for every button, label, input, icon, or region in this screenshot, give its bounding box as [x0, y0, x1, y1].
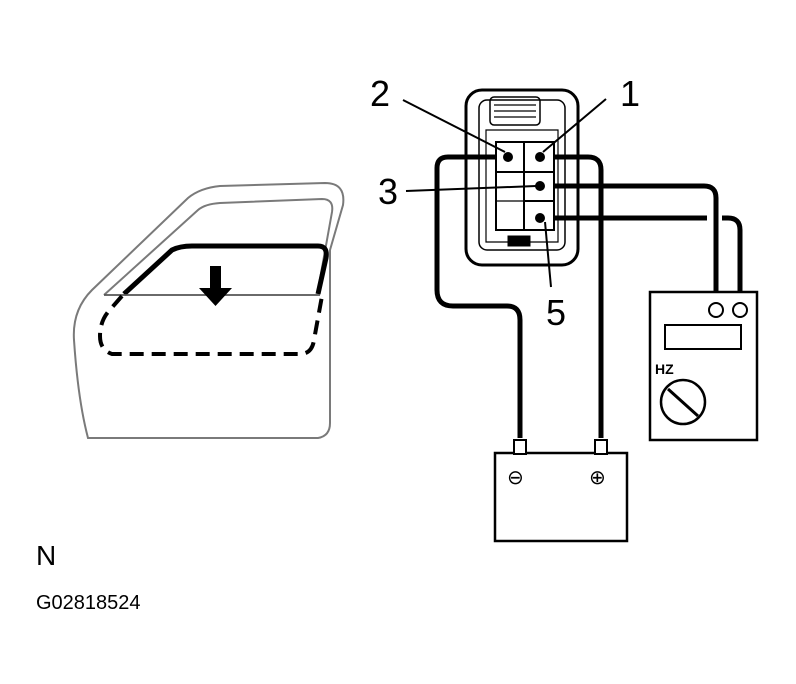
switch-latch: [489, 96, 541, 126]
leaders: [402, 98, 607, 288]
pin-2-label: 2: [370, 73, 390, 114]
switch-housing-outer: [464, 88, 580, 267]
battery-body: [493, 451, 629, 543]
wires: [434, 154, 743, 438]
wire-meter-b-tail: [722, 215, 743, 300]
battery-positive-symbol: ⊕: [589, 467, 606, 489]
battery-negative-post: [513, 439, 527, 455]
rotary-knob-icon: [659, 378, 707, 426]
power-window-switch: [464, 88, 580, 267]
wire-negative: [434, 154, 523, 438]
battery-negative-symbol: ⊖: [507, 467, 524, 489]
wire-meter-a: [542, 183, 719, 300]
terminal-3: [535, 181, 545, 191]
meter-display: [664, 324, 742, 350]
pin-3-label: 3: [378, 171, 398, 212]
terminal-5: [535, 213, 545, 223]
arrow-down-icon: [199, 266, 232, 306]
view-letter: N: [36, 540, 56, 571]
figure-code: G02818524: [36, 592, 141, 614]
wire-positive: [540, 154, 604, 438]
car-door: [72, 181, 345, 439]
meter-unit-label: HZ: [655, 361, 674, 377]
tester-meter: HZ: [648, 290, 759, 442]
terminal-2: [503, 152, 513, 162]
meter-probe-b: [732, 302, 748, 318]
terminal-1: [535, 152, 545, 162]
terminals: [503, 152, 545, 223]
door-window-frame: [103, 197, 334, 296]
meter-probe-a: [708, 302, 724, 318]
battery: ⊖ ⊕: [493, 439, 629, 543]
battery-positive-post: [594, 439, 608, 455]
pin-5-label: 5: [546, 292, 566, 333]
switch-housing-inner: [478, 99, 566, 251]
window-glass-up: [122, 243, 329, 296]
switch-bottom-tab: [507, 235, 531, 247]
pin-1-label: 1: [620, 73, 640, 114]
window-glass-down: [97, 294, 324, 356]
door-outline: [72, 181, 345, 439]
switch-inner-body: [485, 129, 559, 243]
